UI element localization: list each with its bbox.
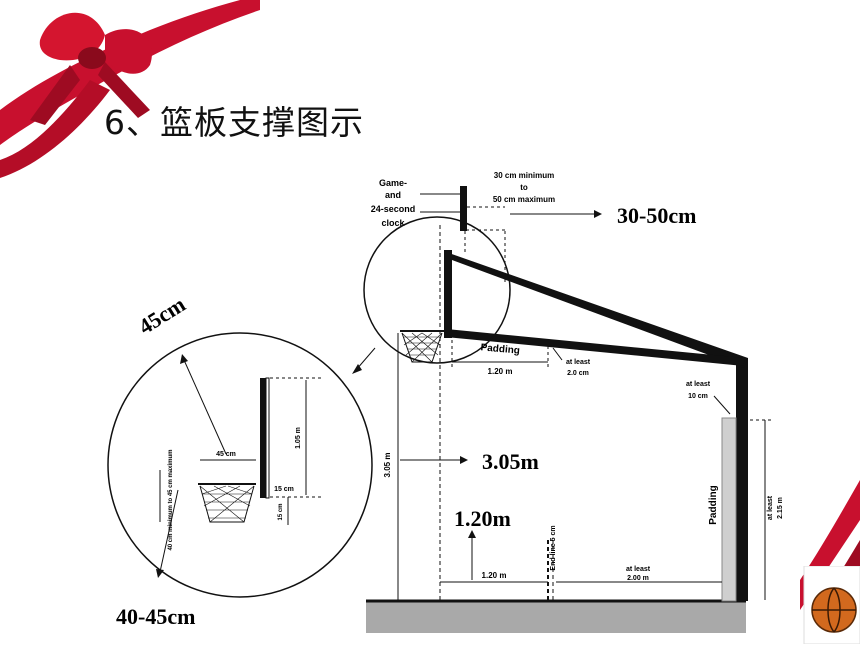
detail-net	[199, 485, 255, 523]
callout-width-arrowhead	[180, 354, 188, 364]
detail-net-label: 40 cm minimum to 45 cm maximum	[168, 449, 174, 550]
floor-offset-label: 1.20 m	[482, 571, 507, 580]
game-clock	[460, 186, 467, 231]
gap-label-3: 50 cm maximum	[493, 195, 555, 204]
detail-net-mesh	[199, 485, 255, 523]
post-height-label-1: at least	[767, 495, 774, 520]
detail-backboard-inner	[265, 377, 270, 499]
horizontal-arm	[445, 329, 745, 366]
basketball-icon	[803, 566, 860, 644]
ribbon-knot	[78, 47, 106, 69]
gap-label-1: 30 cm minimum	[494, 171, 554, 180]
callout-width-arrow	[183, 359, 227, 455]
page-title: 6、篮板支撑图示	[104, 103, 364, 142]
ribbon-tail-2	[98, 62, 150, 118]
backboard-top	[444, 250, 452, 338]
ribbon-tail	[30, 65, 80, 125]
arm-pad-pointer	[552, 347, 563, 361]
callout-gap-arrowhead	[594, 210, 602, 218]
post-pad-label-1: at least	[686, 381, 711, 388]
floor	[366, 601, 746, 633]
callout-net-arrow	[159, 489, 179, 573]
floor-distance-label-2: 2.00 m	[627, 575, 649, 582]
clock-label-2: and	[385, 190, 401, 200]
detail-circle-large	[107, 332, 373, 598]
clock-label-1: Game-	[379, 178, 407, 188]
arm-length-label: 1.20 m	[488, 367, 513, 376]
basketball-seam-3	[833, 587, 841, 633]
diagonal-arm	[446, 252, 748, 368]
post-pad-pointer	[713, 395, 731, 415]
detail-connector-arrow	[352, 364, 362, 374]
net-mesh	[401, 332, 443, 363]
clock-label-3: 24-second	[371, 204, 416, 214]
net	[401, 332, 443, 363]
end-line-label: End line 5 cm	[550, 525, 557, 570]
floor-distance-label-1: at least	[626, 566, 651, 573]
callout-rim-arrowhead	[460, 456, 468, 464]
gap-label-2: to	[520, 183, 528, 192]
arm-pad-label-1: at least	[566, 359, 591, 366]
detail-board-height: 1.05 m	[295, 427, 302, 449]
detail-width-label: 45 cm	[216, 451, 236, 458]
padding-top-label: Padding	[480, 342, 520, 356]
callout-net: 40-45cm	[116, 604, 196, 629]
post-height-label-2: 2.15 m	[777, 497, 784, 519]
detail-gap-label: 15 cm	[278, 503, 284, 520]
detail-offset-label: 15 cm	[274, 486, 294, 493]
callout-net-arrowhead	[156, 569, 164, 578]
post-padding	[721, 417, 737, 602]
callout-gap: 30-50cm	[617, 203, 697, 228]
basketball-seam-2	[827, 587, 835, 633]
clock-label-4: clock	[381, 218, 405, 228]
padding-post-label: Padding	[708, 485, 719, 524]
ribbon-bow-loop-right	[105, 29, 152, 74]
support-post	[736, 358, 748, 601]
post-pad-label-2: 10 cm	[688, 393, 708, 400]
detail-circle-small	[363, 216, 511, 364]
ribbon-decoration	[0, 0, 260, 178]
callout-rim: 3.05m	[482, 449, 539, 474]
ribbon-band	[0, 0, 260, 145]
callout-offset: 1.20m	[454, 506, 511, 531]
ribbon-band-2	[0, 80, 110, 178]
callout-offset-arrowhead	[468, 530, 476, 538]
rim-height-label: 3.05 m	[383, 453, 392, 478]
arm-pad-label-2: 2.0 cm	[567, 370, 589, 377]
detail-backboard	[260, 378, 266, 498]
